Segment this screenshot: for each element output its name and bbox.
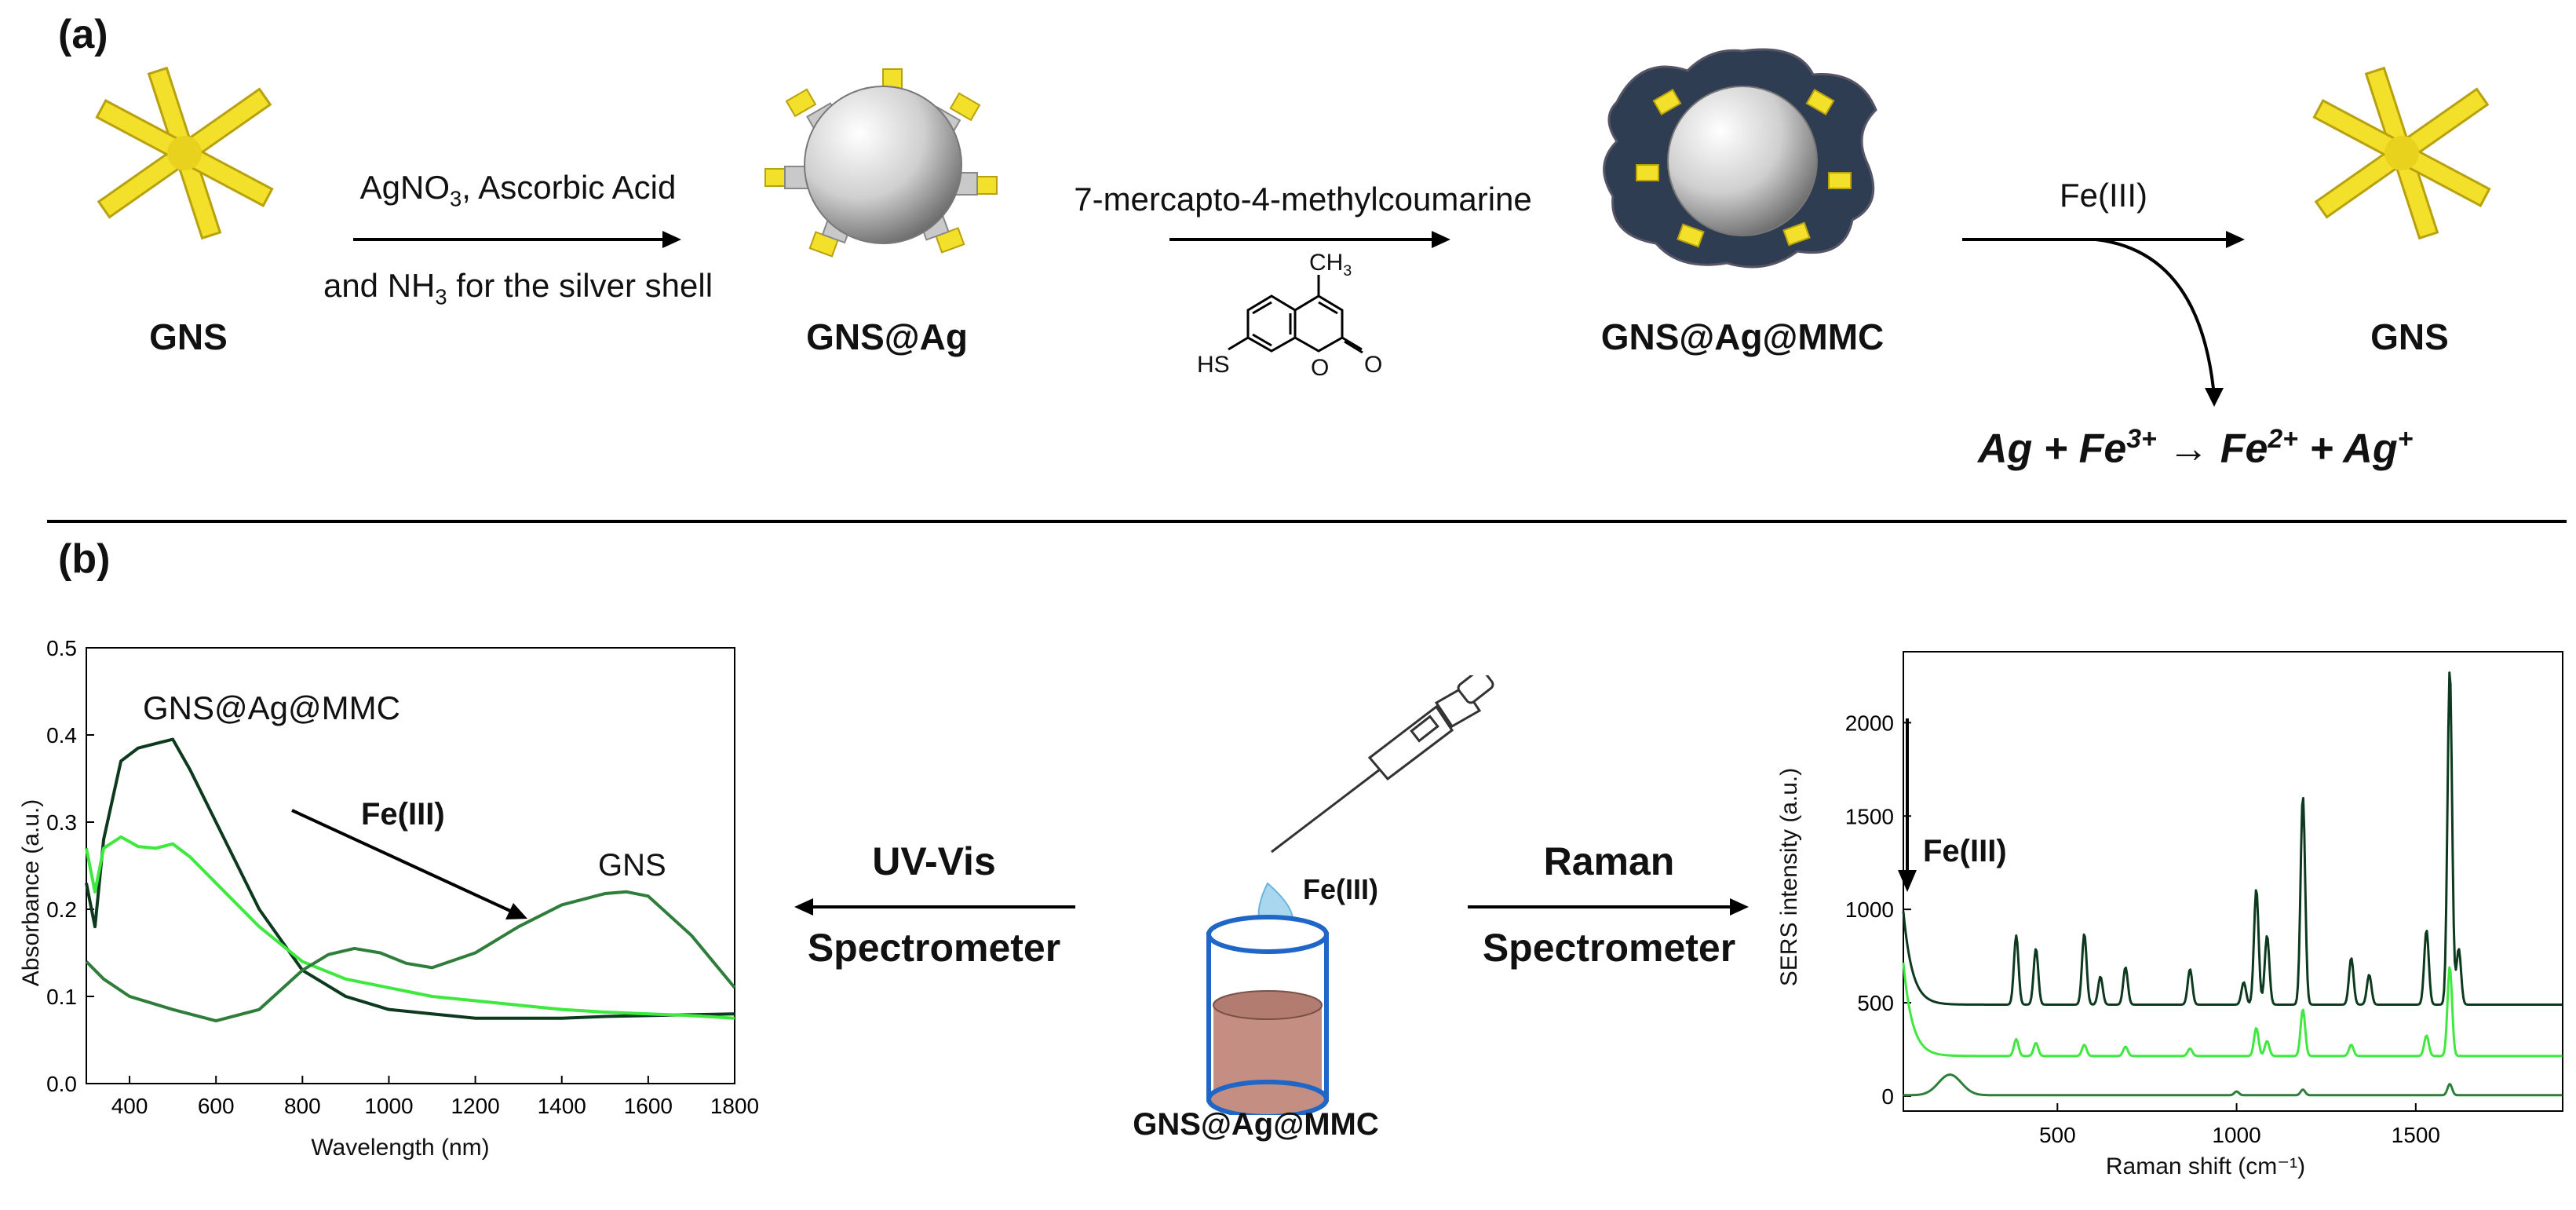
step1-reagent-line2: and NH3 for the silver shell bbox=[323, 267, 713, 309]
raman-series-line-2 bbox=[1903, 1073, 2563, 1097]
gns-left-label: GNS bbox=[149, 316, 228, 357]
step2-reagent-label: 7-mercapto-4-methylcoumarine bbox=[1074, 181, 1532, 218]
panel-a-label: (a) bbox=[58, 12, 108, 57]
raman-ytick-label: 1000 bbox=[1845, 897, 1894, 922]
pipette-and-vial bbox=[1206, 675, 1494, 1115]
raman-xtick-label: 500 bbox=[2039, 1123, 2076, 1147]
uvvis-ylabel: Absorbance (a.u.) bbox=[18, 799, 44, 987]
panel-b-label: (b) bbox=[58, 536, 111, 582]
uvvis-method-line2: Spectrometer bbox=[807, 926, 1061, 970]
raman-xtick-label: 1000 bbox=[2212, 1123, 2260, 1147]
uvvis-xtick-label: 1400 bbox=[538, 1094, 586, 1118]
uvvis-annotation-top: GNS@Ag@MMC bbox=[143, 689, 400, 726]
uvvis-xtick-label: 1600 bbox=[624, 1094, 673, 1118]
raman-xtick-label: 1500 bbox=[2392, 1123, 2440, 1147]
gns-ag-mmc-label: GNS@Ag@MMC bbox=[1600, 316, 1885, 357]
gns-star-left bbox=[95, 67, 274, 240]
step3-reagent-label: Fe(III) bbox=[2060, 177, 2147, 214]
pipette-icon bbox=[1271, 675, 1494, 854]
vial-icon bbox=[1206, 915, 1329, 1115]
uvvis-method-line1: UV-Vis bbox=[872, 839, 996, 883]
uvvis-fe-arrowhead bbox=[505, 903, 527, 919]
drop-label: Fe(III) bbox=[1303, 873, 1378, 905]
step1-reagent-line1: AgNO3, Ascorbic Acid bbox=[359, 169, 677, 211]
redox-equation: Ag + Fe3+ → Fe2+ + Ag+ bbox=[1978, 424, 2414, 472]
step3-arrow bbox=[1962, 231, 2245, 407]
uvvis-ytick-label: 0.5 bbox=[46, 636, 77, 660]
uvvis-ytick-label: 0.2 bbox=[46, 897, 77, 922]
raman-plot: 0 500 1000 1500 2000 500 1000 1500 bbox=[1845, 651, 2563, 1147]
mmc-hs-label: HS bbox=[1197, 352, 1230, 378]
gns-star-right bbox=[2312, 67, 2491, 240]
uvvis-ytick-label: 0.1 bbox=[46, 985, 77, 1009]
gns-ag-particle bbox=[764, 68, 998, 258]
uvvis-fe-arrow bbox=[291, 809, 511, 912]
mmc-ring-o-label: O bbox=[1311, 355, 1330, 381]
gns-ag-mmc-particle bbox=[1603, 48, 1877, 269]
uvvis-annotation-fe: Fe(III) bbox=[361, 797, 445, 832]
mmc-ch3-label: CH3 bbox=[1309, 250, 1352, 280]
uvvis-xtick-label: 600 bbox=[198, 1094, 235, 1118]
uvvis-arrow bbox=[794, 898, 1075, 916]
uvvis-chart: 0.0 0.1 0.2 0.3 0.4 0.5 400 600 800 1000 1200 1400 1… bbox=[0, 620, 769, 1170]
gns-right-label: GNS bbox=[2370, 316, 2449, 357]
uvvis-frame bbox=[86, 647, 735, 1084]
panel-divider bbox=[47, 520, 2567, 523]
raman-chart: 0 500 1000 1500 2000 500 1000 1500 Raman shift … bbox=[1758, 628, 2576, 1201]
raman-fe-arrowhead bbox=[1898, 870, 1917, 892]
gns-ag-label: GNS@Ag bbox=[806, 316, 968, 357]
raman-method-line1: Raman bbox=[1543, 839, 1675, 883]
raman-ytick-label: 2000 bbox=[1845, 711, 1894, 735]
step1-arrow bbox=[353, 231, 681, 248]
raman-ylabel: SERS intensity (a.u.) bbox=[1776, 767, 1802, 987]
uvvis-xtick-label: 1200 bbox=[451, 1094, 499, 1118]
uvvis-ytick-label: 0.3 bbox=[46, 810, 77, 835]
uvvis-xtick-label: 1800 bbox=[710, 1094, 759, 1118]
raman-frame bbox=[1903, 651, 2563, 1112]
uvvis-xtick-label: 800 bbox=[284, 1094, 321, 1118]
raman-method-line2: Spectrometer bbox=[1482, 926, 1736, 970]
mmc-carbonyl-o-label: O bbox=[1364, 352, 1383, 378]
uvvis-series-line-1 bbox=[85, 835, 735, 1020]
step2-arrow bbox=[1169, 231, 1450, 248]
uvvis-ytick-label: 0.0 bbox=[46, 1072, 77, 1096]
raman-series-line-1 bbox=[1902, 962, 2563, 1058]
raman-ytick-label: 0 bbox=[1881, 1084, 1894, 1109]
raman-series-line-0 bbox=[1902, 671, 2563, 1006]
uvvis-plot: 0.0 0.1 0.2 0.3 0.4 0.5 400 600 800 1000 1200 1400 1… bbox=[46, 636, 759, 1118]
uvvis-ytick-label: 0.4 bbox=[46, 723, 77, 748]
raman-xlabel: Raman shift (cm⁻¹) bbox=[2105, 1153, 2306, 1179]
uvvis-xtick-label: 400 bbox=[111, 1094, 148, 1118]
vial-label: GNS@Ag@MMC bbox=[1133, 1107, 1379, 1142]
raman-ytick-label: 500 bbox=[1857, 991, 1894, 1015]
uvvis-xtick-label: 1000 bbox=[364, 1094, 413, 1118]
raman-arrow bbox=[1468, 898, 1749, 916]
uvvis-annotation-gns: GNS bbox=[598, 848, 666, 883]
uvvis-series-line-2 bbox=[85, 890, 736, 1023]
uvvis-xlabel: Wavelength (nm) bbox=[311, 1135, 490, 1161]
mmc-structure bbox=[1228, 275, 1363, 354]
raman-annotation-fe: Fe(III) bbox=[1923, 834, 2007, 868]
raman-ytick-label: 1500 bbox=[1845, 804, 1894, 828]
